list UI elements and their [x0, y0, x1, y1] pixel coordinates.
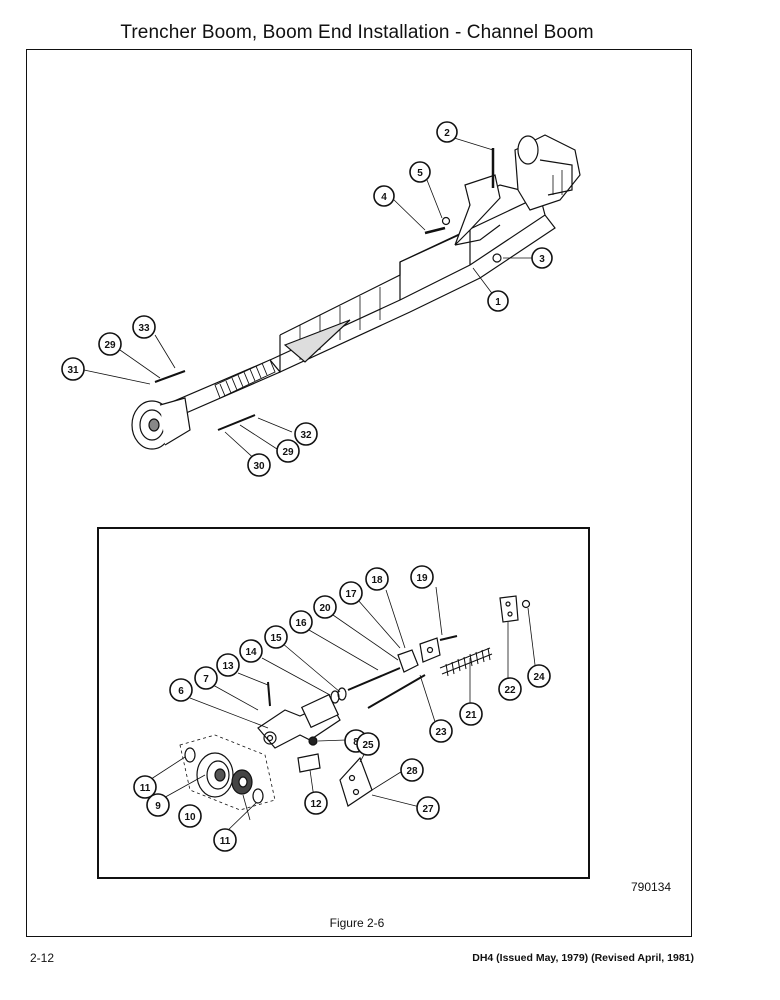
svg-text:20: 20: [319, 603, 331, 614]
svg-text:33: 33: [138, 323, 150, 334]
callout-4: 4: [373, 185, 395, 207]
figure-caption: Figure 2-6: [329, 916, 385, 930]
svg-text:32: 32: [300, 430, 312, 441]
svg-text:19: 19: [416, 573, 428, 584]
callout-32: 32: [294, 422, 318, 446]
callout-10: 10: [178, 804, 202, 828]
svg-text:29: 29: [104, 340, 116, 351]
callout-15: 15: [264, 625, 288, 649]
callout-23: 23: [429, 719, 453, 743]
svg-text:25: 25: [362, 740, 374, 751]
detail-inset-frame: [97, 527, 590, 879]
figure-frame: [26, 49, 692, 937]
callout-1: 1: [487, 290, 509, 312]
callout-29a: 29: [98, 332, 122, 356]
svg-text:13: 13: [222, 661, 234, 672]
callout-16: 16: [289, 610, 313, 634]
boom-channel: [131, 134, 581, 450]
svg-text:7: 7: [203, 674, 209, 685]
svg-text:5: 5: [417, 168, 423, 179]
svg-text:11: 11: [140, 783, 151, 794]
svg-text:3: 3: [539, 254, 545, 265]
svg-text:11: 11: [220, 836, 231, 847]
svg-text:2: 2: [444, 128, 450, 139]
svg-text:27: 27: [422, 804, 434, 815]
callout-28: 28: [400, 758, 424, 782]
callout-25: 25: [356, 732, 380, 756]
svg-text:1: 1: [495, 297, 501, 308]
svg-text:17: 17: [345, 589, 357, 600]
callout-7: 7: [194, 666, 218, 690]
callout-22: 22: [498, 677, 522, 701]
callout-11a: 11: [133, 775, 157, 799]
svg-text:16: 16: [295, 618, 307, 629]
svg-text:9: 9: [155, 801, 161, 812]
page-number: 2-12: [30, 951, 55, 965]
svg-text:18: 18: [371, 575, 383, 586]
page-title: Trencher Boom, Boom End Installation - C…: [120, 22, 594, 43]
callout-2: 2: [436, 121, 458, 143]
callout-17: 17: [339, 581, 363, 605]
svg-text:30: 30: [253, 461, 265, 472]
svg-text:15: 15: [270, 633, 282, 644]
callout-9: 9: [146, 793, 170, 817]
svg-text:21: 21: [465, 710, 477, 721]
svg-text:6: 6: [178, 686, 184, 697]
callout-11b: 11: [213, 828, 237, 852]
svg-text:23: 23: [435, 727, 447, 738]
callout-14: 14: [239, 639, 263, 663]
drawing-number: 790134: [631, 880, 672, 894]
callout-30: 30: [247, 453, 271, 477]
issue-revision-line: DH4 (Issued May, 1979) (Revised April, 1…: [472, 952, 694, 964]
callout-13: 13: [216, 653, 240, 677]
svg-text:31: 31: [67, 365, 79, 376]
svg-text:24: 24: [533, 672, 545, 683]
callout-20: 20: [313, 595, 337, 619]
callout-3: 3: [531, 247, 553, 269]
callout-6: 6: [169, 678, 193, 702]
callout-27: 27: [416, 796, 440, 820]
callout-5: 5: [409, 161, 431, 183]
callout-21: 21: [459, 702, 483, 726]
callout-18: 18: [365, 567, 389, 591]
callout-24: 24: [527, 664, 551, 688]
svg-text:29: 29: [282, 447, 294, 458]
callout-29b: 29: [276, 439, 300, 463]
svg-text:8: 8: [353, 737, 359, 748]
svg-text:28: 28: [406, 766, 418, 777]
svg-text:14: 14: [245, 647, 257, 658]
svg-text:10: 10: [184, 812, 196, 823]
svg-text:4: 4: [381, 192, 387, 203]
callout-33: 33: [132, 315, 156, 339]
callout-12: 12: [304, 791, 328, 815]
svg-text:22: 22: [504, 685, 516, 696]
svg-text:12: 12: [310, 799, 322, 810]
callout-31: 31: [61, 357, 85, 381]
chain-idler-assembly: [179, 595, 531, 811]
callout-19: 19: [410, 565, 434, 589]
